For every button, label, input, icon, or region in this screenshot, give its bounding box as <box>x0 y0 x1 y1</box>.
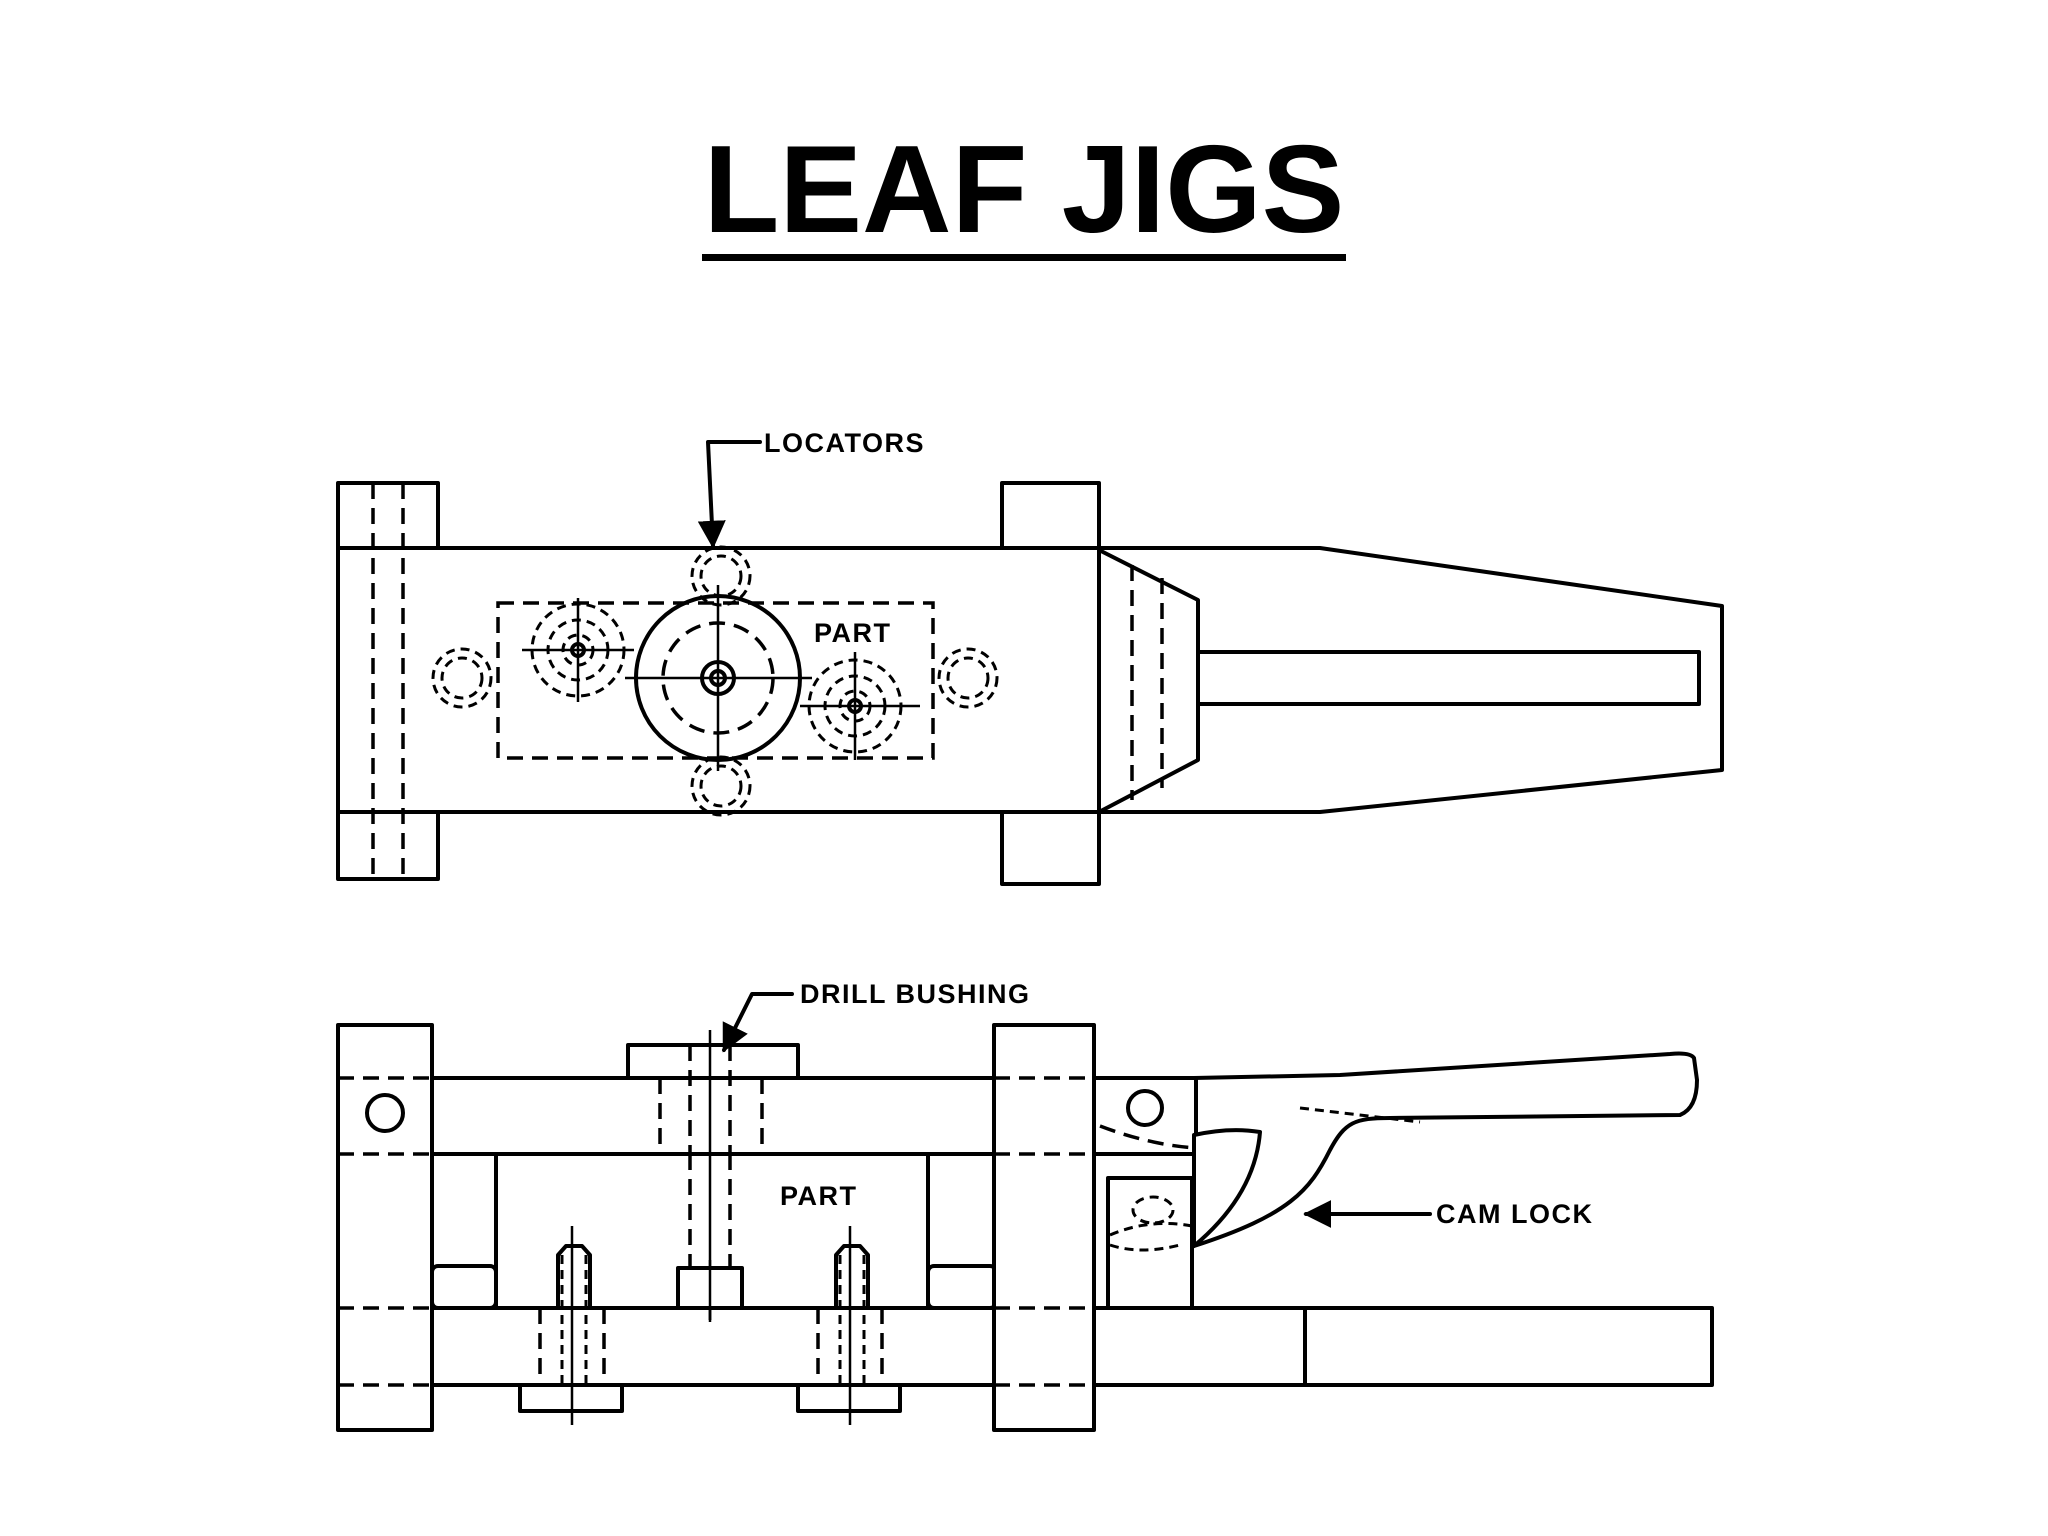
side-view: DRILL BUSHING PART CAM LOCK <box>336 979 1714 1432</box>
top-left-block-lower <box>336 810 440 881</box>
label-drill-bushing: DRILL BUSHING <box>800 979 1031 1009</box>
side-left-hinge-hole <box>365 1093 405 1133</box>
side-cam-lever <box>1192 1051 1699 1248</box>
top-hole-right <box>800 652 920 760</box>
side-cam-block <box>1106 1176 1194 1310</box>
label-locators: LOCATORS <box>764 428 925 458</box>
side-rest-pad-right <box>926 1264 998 1310</box>
label-part-top: PART <box>814 618 892 648</box>
side-left-upright <box>336 1023 434 1432</box>
top-hinge <box>1097 548 1200 814</box>
locators-leader <box>697 440 762 549</box>
slide-title: LEAF JIGS <box>0 128 2048 261</box>
drill-bushing-leader <box>722 992 794 1053</box>
top-leaf-handle <box>1097 546 1724 814</box>
side-rest-pad-left <box>430 1264 498 1310</box>
side-cam-hook <box>1192 1128 1262 1248</box>
top-hole-left <box>522 598 634 702</box>
label-cam-lock: CAM LOCK <box>1436 1199 1593 1229</box>
side-pin-left <box>518 1226 624 1425</box>
top-right-block-lower <box>1000 810 1101 886</box>
top-left-block-upper <box>336 481 440 550</box>
top-right-block-upper <box>1000 481 1101 550</box>
label-part-side: PART <box>780 1181 858 1211</box>
side-drill-bushing-head <box>626 1043 800 1080</box>
side-right-upright <box>992 1023 1096 1432</box>
side-pin-right <box>796 1226 902 1425</box>
top-view: LOCATORS PART <box>336 428 1724 886</box>
slide-title-text: LEAF JIGS <box>701 121 1347 261</box>
